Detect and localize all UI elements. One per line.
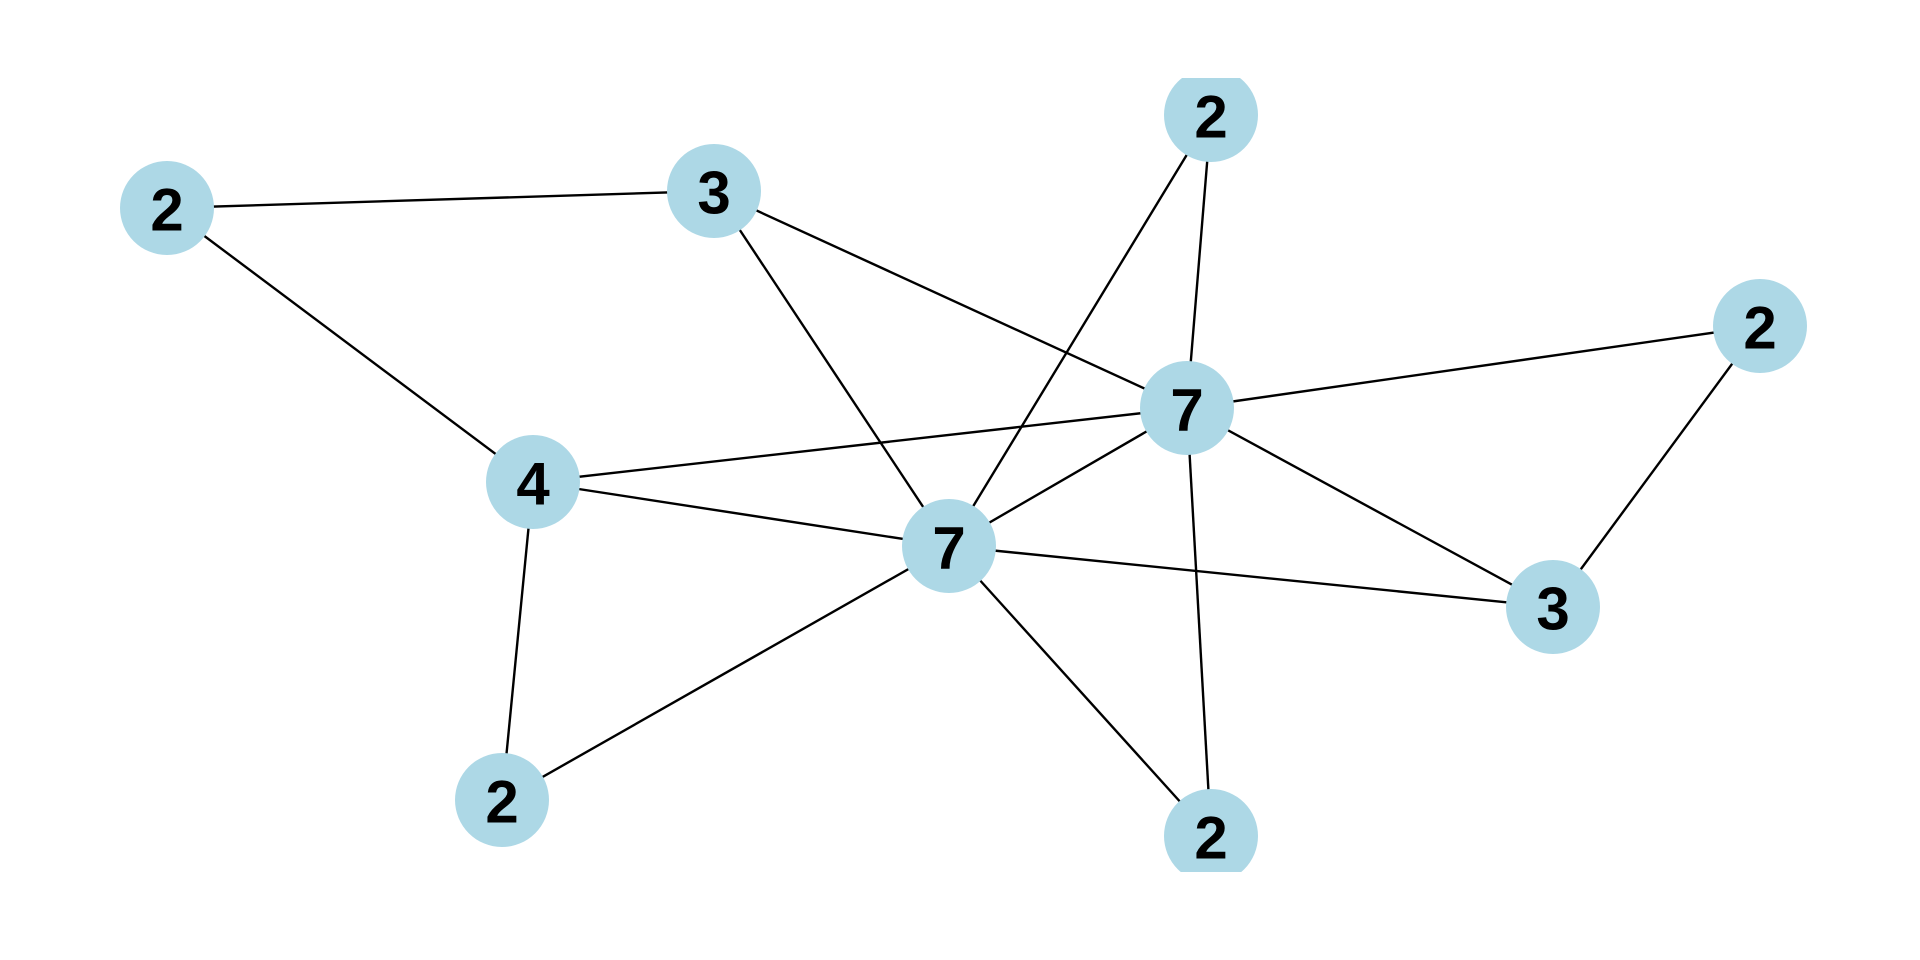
node-label: 7 [1170,377,1203,444]
edge-G-H [948,544,1554,609]
node-circle [1164,78,1258,162]
node-circle [1506,560,1600,654]
node-circle [1713,279,1807,373]
node-circle [1164,789,1258,872]
node-label: 3 [697,160,730,227]
node-F: 4 [486,435,580,529]
node-A: 2 [120,161,214,255]
node-label: 4 [516,451,550,518]
nodes-layer: 2 3 2 2 7 4 7 3 2 2 [120,78,1807,872]
node-D: 2 [1713,279,1807,373]
edge-B-E [713,189,1188,410]
node-B: 3 [667,144,761,238]
node-label: 3 [1536,576,1569,643]
edge-A-F [166,207,534,483]
node-label: 2 [1743,295,1776,362]
edge-B-G [712,190,951,547]
node-label: 2 [485,769,518,836]
edge-E-H [1186,406,1554,609]
node-I: 2 [455,753,549,847]
node-circle [455,753,549,847]
edge-G-I [501,544,950,802]
edge-F-I [500,481,535,801]
node-label: 2 [1194,84,1227,151]
node-circle [120,161,214,255]
node-label: 7 [932,515,965,582]
node-G: 7 [902,499,996,593]
edge-G-J [948,545,1212,837]
node-C: 2 [1164,78,1258,162]
node-label: 2 [1194,805,1227,872]
node-circle [1140,361,1234,455]
edge-D-H [1552,325,1761,608]
edge-E-D [1186,324,1761,410]
edge-A-B [166,189,715,210]
edge-F-G [532,480,950,548]
node-label: 2 [150,177,183,244]
node-H: 3 [1506,560,1600,654]
node-circle [667,144,761,238]
node-J: 2 [1164,789,1258,872]
node-circle [486,435,580,529]
node-E: 7 [1140,361,1234,455]
node-circle [902,499,996,593]
edge-C-E [1185,114,1213,409]
edge-E-J [1185,407,1213,837]
edges-layer [166,114,1761,837]
edge-C-G [947,114,1213,547]
edge-E-F [532,406,1188,484]
